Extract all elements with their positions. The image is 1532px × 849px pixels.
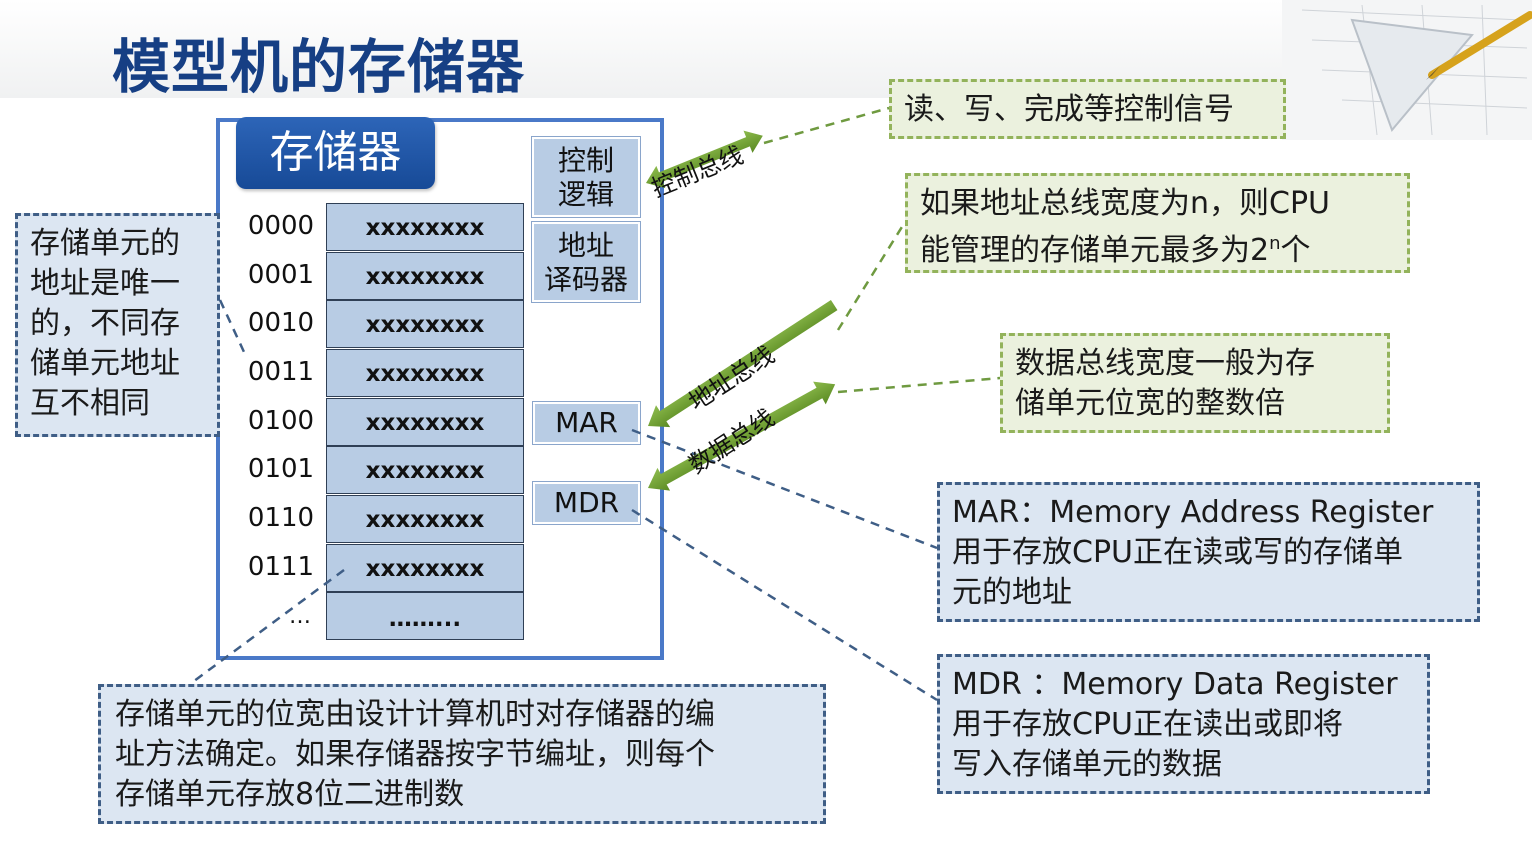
- bit-width-line2: 址方法确定。如果存储器按字节编址，则每个: [115, 737, 715, 772]
- data-width-line2: 储单元位宽的整数倍: [1015, 386, 1285, 421]
- address-label: 0101: [247, 454, 315, 484]
- memory-cell: xxxxxxxx: [326, 300, 524, 348]
- page-title: 模型机的存储器: [112, 33, 526, 101]
- mar-description-line2: 用于存放CPU正在读或写的存储单: [952, 535, 1403, 570]
- memory-cell: xxxxxxxx: [326, 203, 524, 251]
- control-logic-line2: 逻辑: [557, 178, 614, 211]
- address-width-note: 如果地址总线宽度为n，则CPU 能管理的存储单元最多为2n个: [905, 173, 1410, 273]
- unique-address-line2: 地址是唯一: [30, 266, 180, 301]
- address-label: 0000: [247, 211, 315, 241]
- mdr-description-line1: MDR ：Memory Data Register: [952, 667, 1398, 702]
- bit-width-line3: 存储单元存放8位二进制数: [115, 777, 465, 812]
- address-width-line2-post: 个: [1280, 233, 1311, 268]
- address-label: 0011: [247, 357, 315, 387]
- memory-cell: xxxxxxxx: [326, 446, 524, 494]
- mdr-box: MDR: [532, 481, 641, 525]
- data-width-line1: 数据总线宽度一般为存: [1015, 346, 1315, 381]
- address-decoder-box: 地址 译码器: [531, 221, 641, 303]
- memory-cell: xxxxxxxx: [326, 252, 524, 300]
- memory-cell-ellipsis: ……...: [326, 592, 524, 640]
- control-bus-arrow: [646, 130, 763, 189]
- bit-width-line1: 存储单元的位宽由设计计算机时对存储器的编: [115, 697, 715, 732]
- drafting-tools-decoration: [1282, 0, 1532, 140]
- mdr-description-line3: 写入存储单元的数据: [952, 747, 1222, 782]
- bit-width-note: 存储单元的位宽由设计计算机时对存储器的编 址方法确定。如果存储器按字节编址，则每…: [98, 684, 826, 824]
- unique-address-line1: 存储单元的: [30, 226, 180, 261]
- address-label: 0111: [247, 552, 315, 582]
- control-signals-note: 读、写、完成等控制信号: [889, 79, 1286, 139]
- mar-description-line1: MAR：Memory Address Register: [952, 495, 1434, 530]
- address-width-leader-line: [836, 221, 907, 331]
- mar-description-line3: 元的地址: [952, 575, 1072, 610]
- memory-cell: xxxxxxxx: [326, 495, 524, 543]
- address-ellipsis: …: [289, 604, 311, 629]
- address-label: 0010: [247, 308, 315, 338]
- memory-cell: xxxxxxxx: [326, 349, 524, 397]
- memory-cell: xxxxxxxx: [326, 398, 524, 446]
- address-label: 0100: [247, 406, 315, 436]
- control-logic-line1: 控制: [557, 144, 614, 177]
- control-signals-leader-line: [763, 106, 890, 145]
- unique-address-line5: 互不相同: [30, 386, 150, 421]
- mdr-description-line2: 用于存放CPU正在读出或即将: [952, 707, 1343, 742]
- mar-description-note: MAR：Memory Address Register 用于存放CPU正在读或写…: [937, 482, 1480, 622]
- unique-address-line3: 的，不同存: [30, 306, 180, 341]
- address-width-line2: 能管理的存储单元最多为2n个: [920, 224, 1407, 271]
- data-width-note: 数据总线宽度一般为存 储单元位宽的整数倍: [1000, 333, 1390, 433]
- control-logic-box: 控制 逻辑: [531, 136, 641, 218]
- address-label: 0110: [247, 503, 315, 533]
- address-width-exponent: n: [1269, 233, 1281, 254]
- memory-label: 存储器: [236, 117, 435, 189]
- address-width-line1: 如果地址总线宽度为n，则CPU: [920, 186, 1331, 221]
- address-bus-arrow: [648, 300, 838, 428]
- mdr-description-note: MDR ：Memory Data Register 用于存放CPU正在读出或即将…: [937, 654, 1430, 794]
- bit-width-leader-line: [189, 568, 345, 686]
- data-bus-arrow: [648, 381, 836, 491]
- address-decoder-line1: 地址: [557, 229, 614, 262]
- unique-address-line4: 储单元地址: [30, 346, 180, 381]
- mdr-leader-line: [631, 508, 938, 702]
- unique-address-leader-line: [218, 299, 246, 353]
- mar-box: MAR: [532, 401, 641, 445]
- address-decoder-line2: 译码器: [543, 263, 628, 296]
- address-width-line2-pre: 能管理的存储单元最多为2: [920, 233, 1270, 268]
- unique-address-note: 存储单元的 地址是唯一 的，不同存 储单元地址 互不相同: [15, 213, 220, 437]
- address-label: 0001: [247, 260, 315, 290]
- memory-cell: xxxxxxxx: [326, 544, 524, 592]
- mar-leader-line: [631, 428, 938, 550]
- data-width-leader-line: [837, 376, 1001, 394]
